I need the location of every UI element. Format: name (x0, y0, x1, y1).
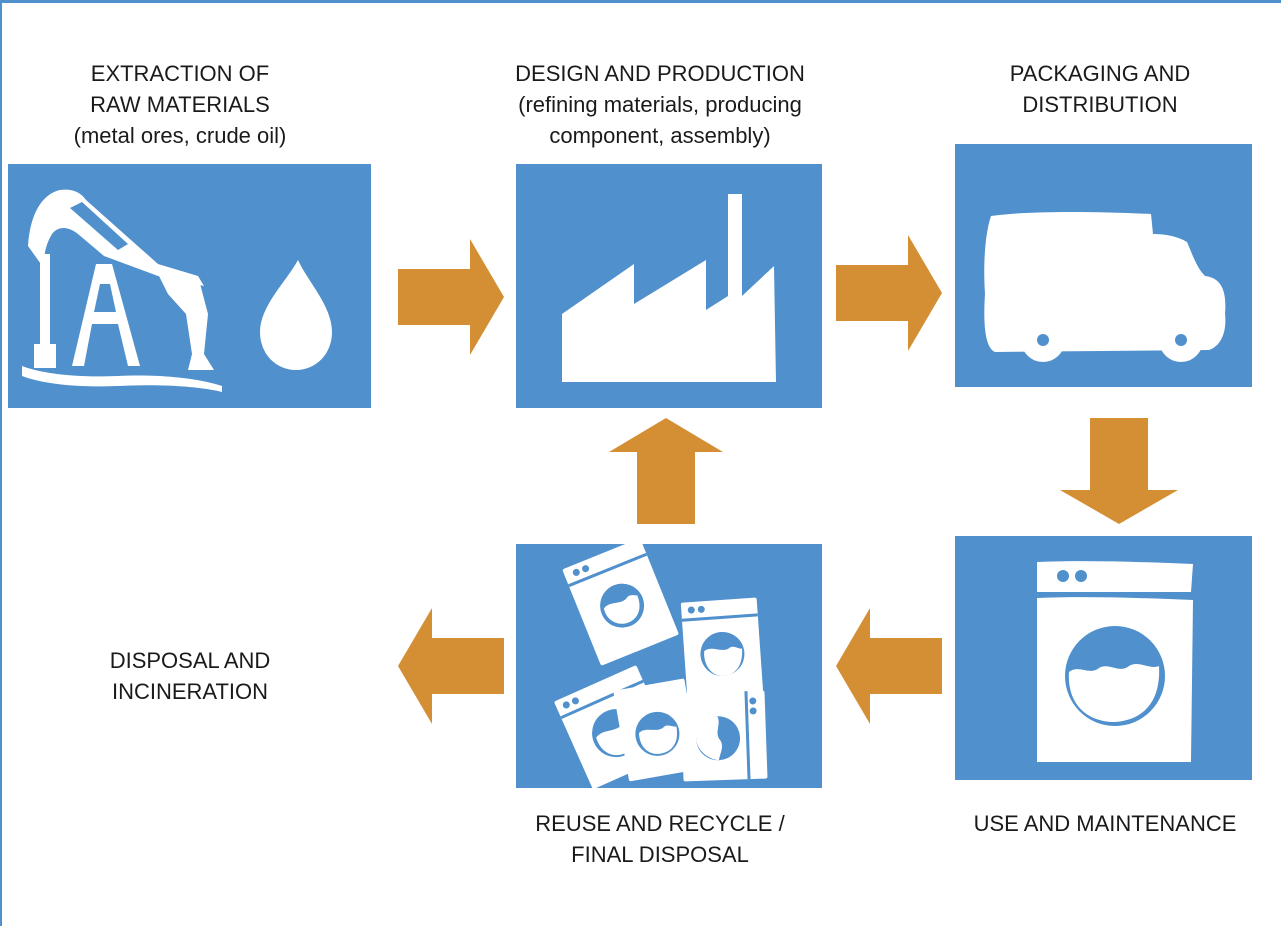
arrow-down-icon (1060, 418, 1178, 524)
arrow-reuse-to-design (609, 418, 723, 524)
packaging-label: PACKAGING AND DISTRIBUTION (960, 58, 1240, 120)
extraction-box (8, 164, 371, 408)
extraction-label-line: RAW MATERIALS (90, 92, 270, 117)
arrow-packaging-to-use (1060, 418, 1178, 524)
disposal-label-line: DISPOSAL AND (109, 648, 271, 673)
arrow-up-icon (609, 418, 723, 524)
use-label-line: USE AND MAINTENANCE (973, 811, 1237, 836)
disposal-label-line: INCINERATION (111, 679, 269, 704)
disposal-label: DISPOSAL AND INCINERATION (60, 645, 320, 707)
arrow-right-icon (398, 239, 504, 355)
packaging-label-line: DISTRIBUTION (1022, 92, 1178, 117)
extraction-label-line: EXTRACTION OF (90, 61, 270, 86)
frame-top-border (0, 0, 1281, 3)
truck-icon (984, 212, 1226, 362)
packaging-box (955, 144, 1252, 387)
extraction-label-line: (metal ores, crude oil) (73, 123, 287, 148)
washing-machine-pile-icon (554, 544, 768, 788)
reuse-label: REUSE AND RECYCLE / FINAL DISPOSAL (480, 808, 840, 870)
arrow-design-to-packaging (836, 235, 942, 351)
design-box (516, 164, 822, 408)
reuse-box (516, 544, 822, 788)
arrow-use-to-reuse (836, 608, 942, 724)
design-label-line: (refining materials, producing (518, 92, 802, 117)
arrow-left-icon (398, 608, 504, 724)
design-label: DESIGN AND PRODUCTION (refining material… (470, 58, 850, 151)
frame-left-border (0, 0, 2, 926)
use-box (955, 536, 1252, 780)
packaging-label-line: PACKAGING AND (1009, 61, 1191, 86)
use-label: USE AND MAINTENANCE (945, 808, 1265, 839)
arrow-extraction-to-design (398, 239, 504, 355)
washing-machine-icon (1037, 561, 1193, 762)
arrow-right-icon (836, 235, 942, 351)
design-label-line: DESIGN AND PRODUCTION (515, 61, 805, 86)
oil-pump-icon (22, 189, 332, 392)
arrow-left-icon (836, 608, 942, 724)
arrow-reuse-to-disposal (398, 608, 504, 724)
factory-icon (562, 194, 776, 382)
reuse-label-line: REUSE AND RECYCLE / (535, 811, 785, 836)
reuse-label-line: FINAL DISPOSAL (571, 842, 749, 867)
design-label-line: component, assembly) (549, 123, 771, 148)
extraction-label: EXTRACTION OF RAW MATERIALS (metal ores,… (30, 58, 330, 151)
